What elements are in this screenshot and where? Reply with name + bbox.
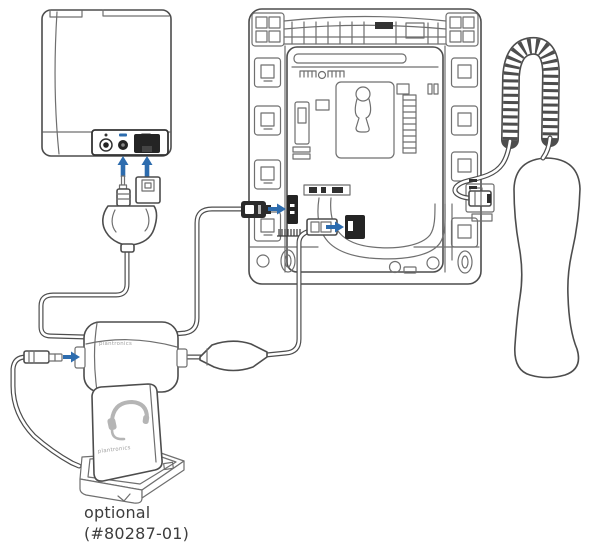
ladder-dark-cell — [375, 22, 393, 29]
screw-hole — [317, 70, 327, 80]
inline-adapter: plantronics — [74, 321, 188, 393]
rubber-foot-right — [457, 250, 473, 274]
caption-line-1: optional — [84, 503, 150, 522]
phone-port-notch — [142, 146, 152, 152]
base-unit-body — [41, 9, 172, 157]
cord-clip — [469, 186, 477, 189]
power-jack-icon — [104, 133, 108, 137]
aux-plug — [116, 175, 131, 207]
phone-side-slots — [253, 57, 479, 248]
cradle-tray-front — [79, 478, 143, 504]
handset — [513, 157, 581, 379]
cable-y-boot — [102, 205, 158, 253]
handset-cord — [452, 135, 553, 207]
cable-base-to-adapter — [38, 247, 130, 340]
base-unit-latch — [49, 9, 83, 18]
cable-splitter-to-handset-port — [263, 229, 310, 358]
cradle-brand-label: plantronics — [98, 445, 132, 455]
phone-back-panel — [249, 46, 495, 274]
cord-clip — [469, 179, 477, 182]
adapter-brand-label: plantronics — [99, 341, 132, 347]
stand-mount-plate — [335, 81, 395, 159]
caption-line-2: (#80287-01) — [84, 524, 189, 543]
arrow-up-icon — [117, 156, 129, 177]
screw-hole — [388, 260, 402, 274]
base-unit-top-seam — [102, 9, 170, 17]
coiled-cord — [501, 36, 561, 149]
cable-cradle-to-adapter — [10, 354, 82, 469]
aux-port-phone — [287, 195, 298, 224]
arrow-right-icon — [326, 221, 344, 233]
adapter-endcap-seam — [93, 322, 98, 392]
base-unit-side-seam — [54, 11, 60, 155]
handset-cord-plug — [468, 190, 492, 207]
phone-top-slot — [293, 53, 407, 64]
cable-channel-outer — [317, 197, 446, 260]
phone-body — [248, 8, 482, 285]
base-port-panel — [91, 129, 169, 156]
arrow-right-icon — [63, 351, 80, 363]
base-unit-plugs — [102, 156, 161, 253]
desk-phone-back — [248, 8, 495, 285]
phone-line-plug-base — [135, 176, 161, 204]
phone-port — [134, 134, 160, 153]
cradle-tray-side — [141, 460, 185, 499]
audio-jack-icon — [119, 133, 127, 137]
headset-icon — [107, 399, 150, 441]
y-splitter — [199, 340, 268, 372]
cradle-plug — [23, 350, 63, 364]
arrow-up-icon — [141, 156, 153, 177]
ladder-big-cell — [405, 22, 425, 39]
vent-ticks — [299, 70, 345, 78]
arrow-right-icon — [268, 203, 286, 215]
cable-phone-to-adapter — [171, 206, 246, 337]
phone-top-ladder — [283, 15, 447, 45]
phone-top-brackets — [251, 12, 479, 47]
screw-hole — [256, 254, 270, 268]
rubber-foot-left — [280, 249, 296, 273]
headset-cradle: plantronics — [79, 383, 185, 504]
mounting-bracket-right — [445, 12, 479, 47]
aux-port-hole — [121, 143, 125, 147]
headset-base-unit — [41, 9, 172, 157]
comb-teeth — [277, 229, 302, 237]
adapter-body — [83, 321, 179, 393]
keyhole-mount — [355, 86, 371, 102]
connector-strip — [303, 184, 351, 196]
screw-hole — [426, 256, 440, 270]
power-port-pin — [103, 142, 109, 148]
mounting-bracket-left — [251, 12, 285, 47]
adapter-out-socket — [176, 348, 188, 368]
